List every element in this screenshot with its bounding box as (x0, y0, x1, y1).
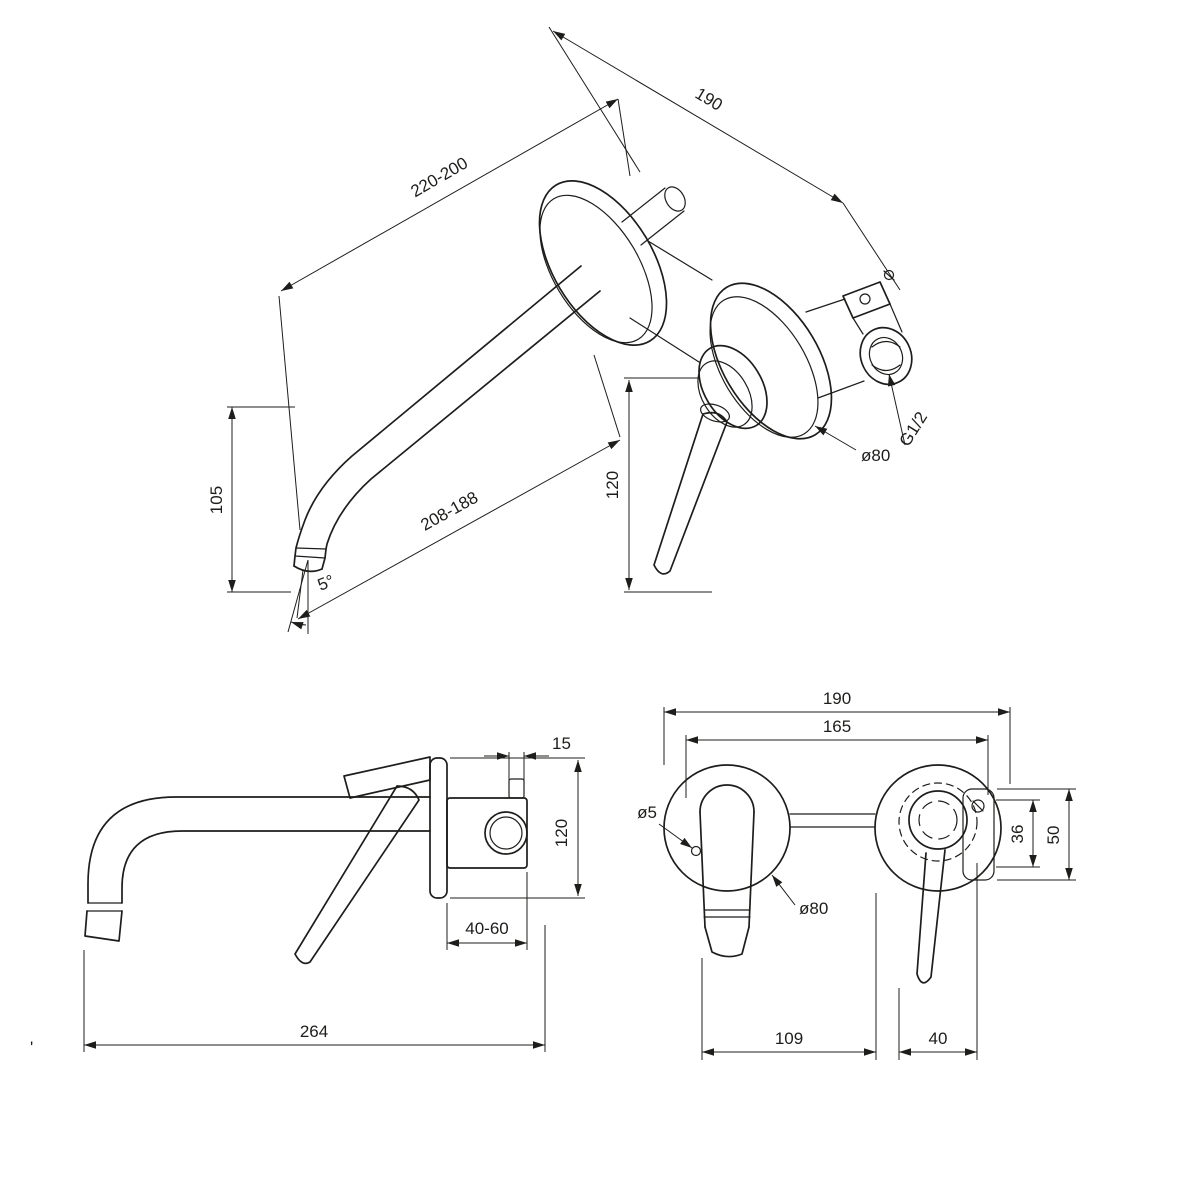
front-view: 190 165 ø5 ø80 36 50 (637, 689, 1076, 1060)
side-view: 15 120 40-60 264 (83, 734, 585, 1052)
front-dim-inner-height-label: 36 (1008, 825, 1027, 844)
iso-lever-handle (653, 403, 731, 575)
front-dim-hole-dia-label: ø5 (637, 803, 657, 822)
front-handle-plate (874, 764, 1002, 984)
front-connection-pipe (789, 813, 876, 828)
front-dim-valve-width-label: 40 (929, 1029, 948, 1048)
side-dim-offset-label: 15 (552, 734, 571, 753)
iso-dim-drop-105: 105 (207, 406, 295, 593)
side-dim-reach-264: 264 (83, 925, 546, 1052)
front-dim-plate-dia-label: ø80 (799, 899, 828, 918)
side-dim-plate-height-120: 120 (450, 757, 585, 899)
front-dim-spout-x-109: 109 (701, 893, 877, 1060)
front-dim-plate-dia-80: ø80 (771, 874, 828, 918)
iso-dim-angle-5deg: 5° (287, 559, 337, 634)
iso-cartridge-dome (697, 344, 768, 430)
side-dim-depth-label: 40-60 (465, 919, 508, 938)
stray-mark: ' (30, 1038, 33, 1057)
iso-dim-plate-dia-label: ø80 (861, 446, 890, 465)
front-dim-hole-dia-5: ø5 (637, 803, 693, 849)
front-dim-spout-x-label: 109 (775, 1029, 803, 1048)
iso-dim-plate-dia-80: ø80 (814, 425, 890, 465)
front-dim-outer-height-50: 50 (997, 788, 1076, 881)
side-dim-reach-label: 264 (300, 1022, 328, 1041)
front-dim-inner-height-36: 36 (996, 799, 1040, 868)
front-dim-width-190: 190 (663, 689, 1011, 784)
iso-valve-body-inlet (805, 269, 913, 399)
iso-dim-plate-height-120: 120 (603, 377, 712, 593)
iso-dim-angle-label: 5° (315, 571, 337, 595)
front-dim-outer-height-label: 50 (1044, 826, 1063, 845)
side-spout (84, 796, 431, 942)
side-lever-handle (294, 756, 431, 965)
side-dim-plate-height-label: 120 (552, 819, 571, 847)
front-dim-centers-label: 165 (823, 717, 851, 736)
side-concealed-body (446, 778, 528, 869)
side-dim-depth-40-60: 40-60 (446, 872, 528, 950)
iso-dim-plate-height-label: 120 (603, 471, 622, 499)
front-dim-width-label: 190 (823, 689, 851, 708)
front-dim-valve-width-40: 40 (898, 863, 978, 1060)
front-dim-centers-165: 165 (685, 717, 989, 798)
iso-dim-drop-label: 105 (207, 486, 226, 514)
